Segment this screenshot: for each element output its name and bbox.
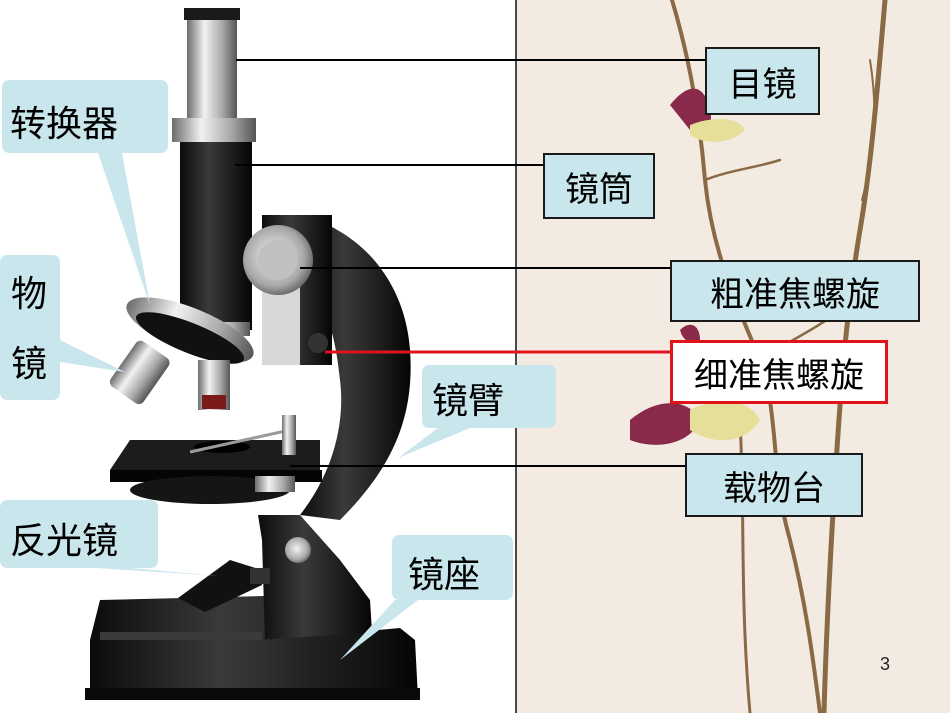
coarse-focus-label: 粗准焦螺旋 — [670, 260, 920, 322]
tube-label: 镜筒 — [543, 153, 655, 219]
objective-callout-bubble — [0, 255, 125, 400]
panel-divider — [515, 0, 517, 713]
microscope-stage — [110, 415, 322, 504]
microscope-base — [85, 596, 420, 700]
mirror-callout-bubble — [0, 500, 218, 576]
nosepiece-and-objectives — [109, 297, 254, 410]
arm-callout-bubble — [398, 365, 556, 458]
focus-knob-assembly — [243, 215, 332, 365]
microscope-mirror — [178, 560, 270, 612]
page-number: 3 — [880, 654, 891, 674]
objective-label-char-2: 镜 — [10, 344, 47, 385]
microscope-body-tube — [172, 8, 256, 336]
mirror-label: 反光镜 — [10, 521, 119, 562]
butterfly-decoration — [630, 88, 760, 445]
base-callout-bubble — [340, 535, 513, 660]
base-label: 镜座 — [408, 555, 481, 596]
objective-label-char-1: 物 — [10, 274, 47, 315]
eyepiece-label: 目镜 — [705, 47, 820, 115]
arm-label: 镜臂 — [432, 381, 505, 422]
nosepiece-callout-bubble — [2, 80, 168, 305]
fine-focus-label: 细准焦螺旋 — [670, 340, 888, 404]
microscope-pillar — [258, 515, 372, 640]
nosepiece-label: 转换器 — [10, 104, 119, 145]
stage-label: 载物台 — [685, 453, 863, 517]
leader-lines — [235, 59, 705, 467]
